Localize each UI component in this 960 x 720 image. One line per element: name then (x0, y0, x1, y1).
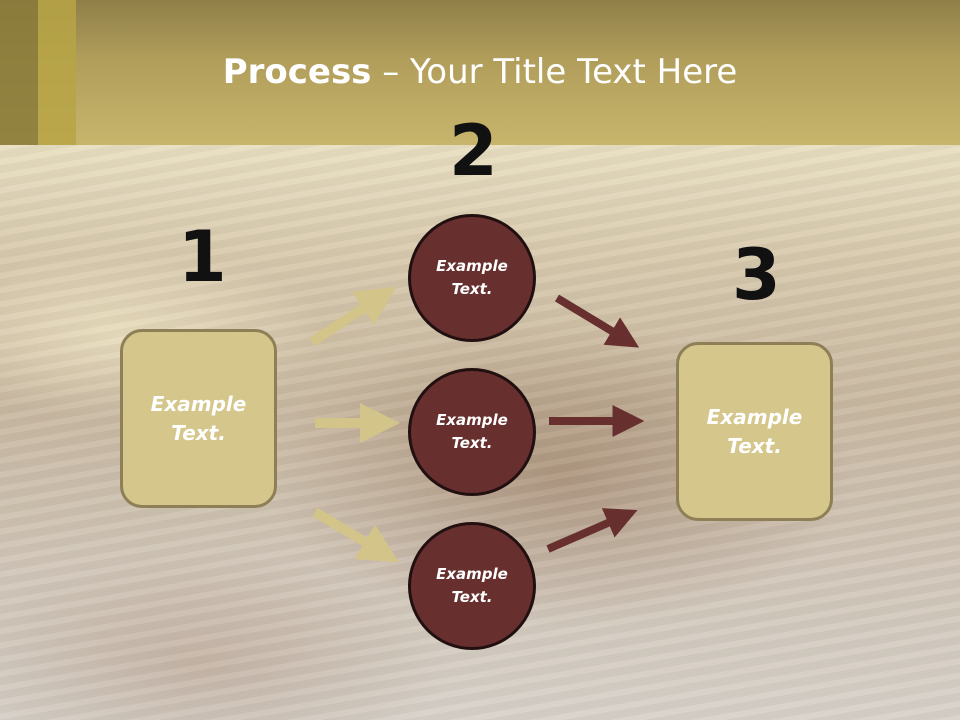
right-box-text: Example Text. (706, 404, 803, 458)
step-number-2: 2 (449, 110, 498, 192)
right-process-box[interactable]: Example Text. (676, 342, 833, 521)
arrow-from-circle-3 (546, 508, 638, 553)
header-accent-strip (38, 0, 76, 145)
circle-3-text: Example Text. (436, 565, 508, 606)
header-accent-strip (0, 0, 38, 145)
circle-1-text: Example Text. (436, 257, 508, 298)
arrow-from-circle-1 (554, 294, 640, 348)
title-bold: Process (222, 52, 372, 92)
left-process-box[interactable]: Example Text. (120, 329, 277, 508)
arrow-to-circle-3 (312, 507, 400, 563)
arrow-to-circle-1 (309, 286, 397, 347)
header-bar: Process – Your Title Text Here (0, 0, 960, 145)
process-circle-3[interactable]: Example Text. (408, 522, 536, 650)
slide-title[interactable]: Process – Your Title Text Here (0, 52, 960, 92)
title-rest: – Your Title Text Here (371, 52, 738, 92)
process-circle-1[interactable]: Example Text. (408, 214, 536, 342)
process-circle-2[interactable]: Example Text. (408, 368, 536, 496)
left-box-text: Example Text. (150, 391, 247, 445)
step-number-3: 3 (732, 234, 781, 316)
step-number-1: 1 (178, 216, 227, 298)
circle-2-text: Example Text. (436, 411, 508, 452)
